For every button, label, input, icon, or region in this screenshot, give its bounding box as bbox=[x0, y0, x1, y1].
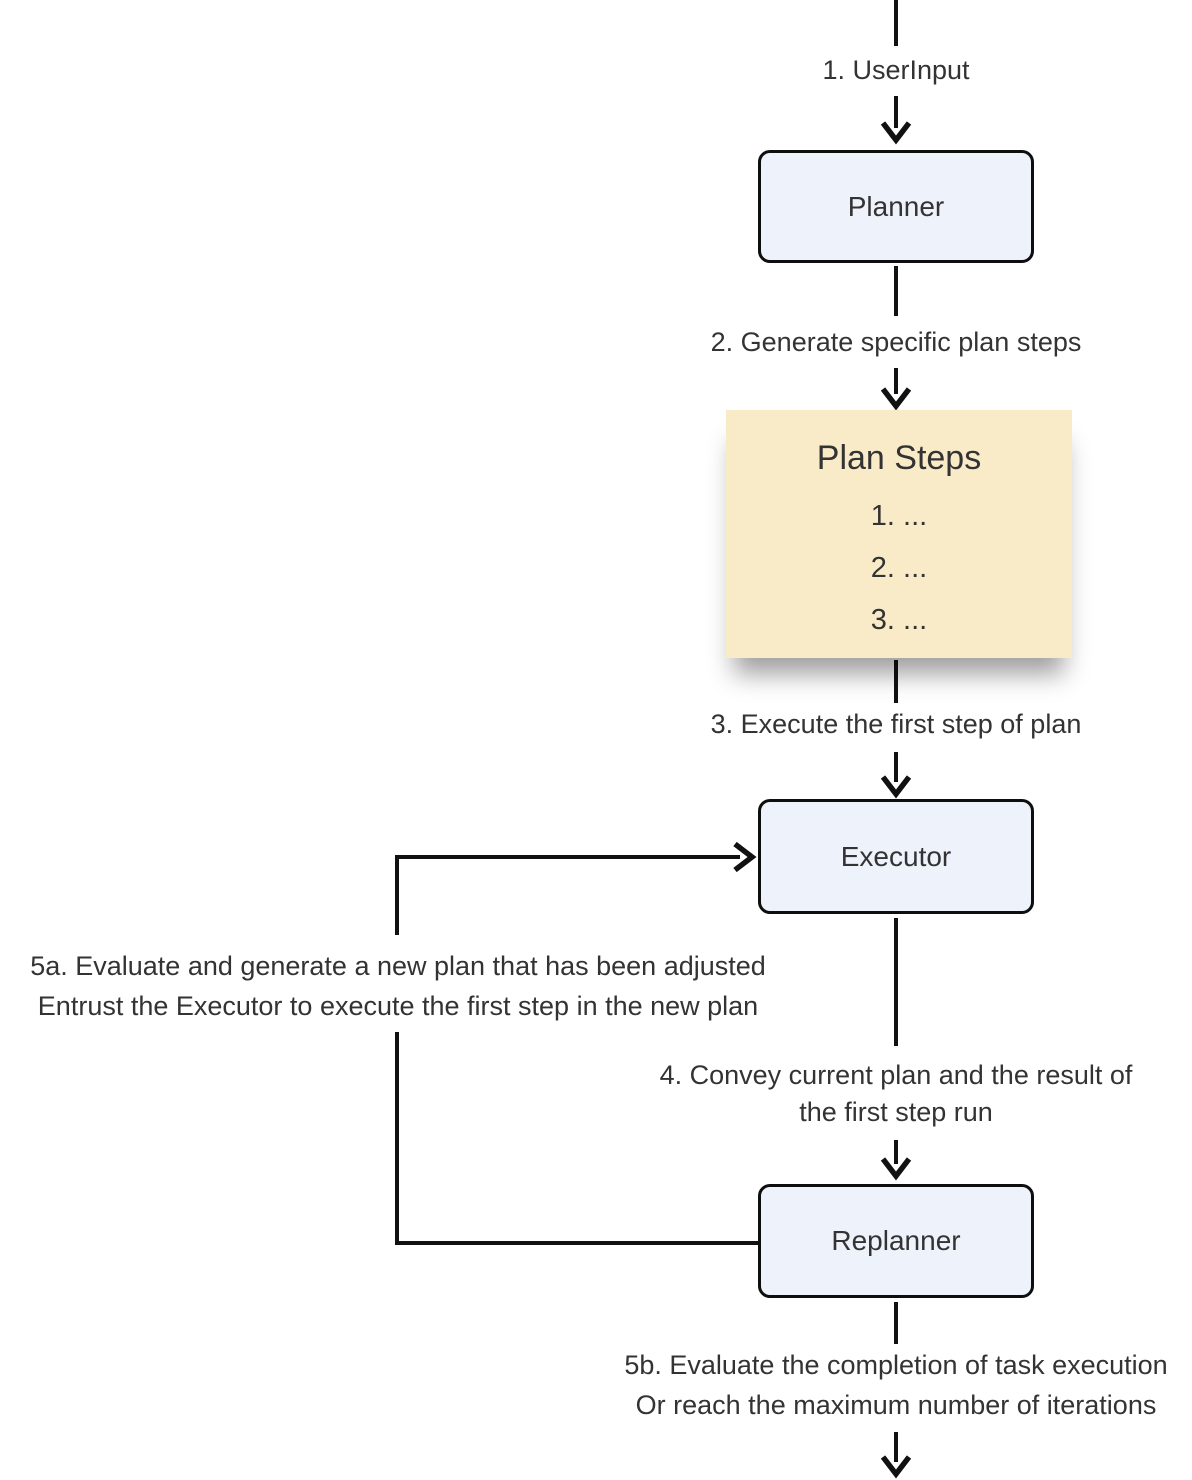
node-executor-label: Executor bbox=[840, 840, 952, 872]
edge-label-evaluate-completion: 5b. Evaluate the completion of task exec… bbox=[596, 1345, 1192, 1425]
edge-label-generate-plan: 2. Generate specific plan steps bbox=[710, 327, 1082, 357]
edge-label-convey-plan-line1: 4. Convey current plan and the result of bbox=[659, 1060, 1133, 1090]
edge-label-evaluate-completion-line1: 5b. Evaluate the completion of task exec… bbox=[624, 1350, 1168, 1380]
edge-label-execute-first-step: 3. Execute the first step of plan bbox=[710, 709, 1082, 739]
plan-steps-item: 1. ... bbox=[870, 500, 928, 532]
node-executor: Executor bbox=[758, 799, 1034, 914]
edge-executor-to-replanner-arrowhead bbox=[880, 1157, 912, 1181]
edge-loop-upper-segment bbox=[395, 855, 740, 935]
node-planner: Planner bbox=[758, 150, 1034, 263]
edge-label-replan-loop-line1: 5a. Evaluate and generate a new plan tha… bbox=[30, 951, 766, 981]
node-replanner-label: Replanner bbox=[831, 1225, 961, 1256]
edge-loop-lower-segment bbox=[395, 1032, 758, 1245]
edge-label-replan-loop: 5a. Evaluate and generate a new plan tha… bbox=[0, 946, 796, 1026]
node-plan-steps: Plan Steps 1. ... 2. ... 3. ... bbox=[726, 410, 1072, 658]
plan-steps-list: 1. ... 2. ... 3. ... bbox=[726, 490, 1072, 646]
edge-planner-to-plansteps-arrowhead bbox=[880, 387, 912, 411]
plan-steps-title: Plan Steps bbox=[816, 439, 982, 477]
edge-userinput-to-planner-arrowhead bbox=[880, 121, 912, 145]
edge-label-userinput: 1. UserInput bbox=[822, 55, 970, 85]
node-planner-label: Planner bbox=[847, 190, 945, 222]
edge-label-evaluate-completion-line2: Or reach the maximum number of iteration… bbox=[635, 1390, 1157, 1420]
edge-label-convey-plan-line2: the first step run bbox=[799, 1097, 993, 1127]
edge-plansteps-to-executor-arrowhead bbox=[880, 775, 912, 799]
edge-loop-arrowhead bbox=[733, 841, 757, 873]
plan-steps-item: 3. ... bbox=[870, 604, 928, 636]
node-replanner: Replanner bbox=[758, 1184, 1034, 1298]
plan-steps-item: 2. ... bbox=[870, 552, 928, 584]
edge-label-replan-loop-line2: Entrust the Executor to execute the firs… bbox=[37, 991, 759, 1021]
edge-replanner-exit-arrowhead bbox=[880, 1455, 912, 1479]
edge-label-convey-plan: 4. Convey current plan and the result of… bbox=[616, 1057, 1176, 1131]
